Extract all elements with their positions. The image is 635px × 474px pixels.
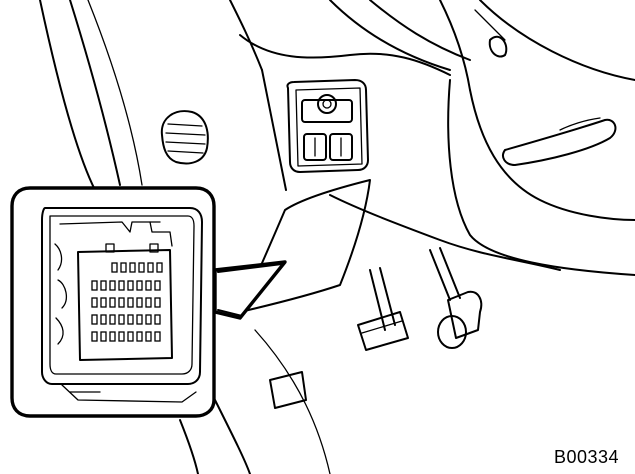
side-air-vent [160,110,209,165]
fuse-box-inset [10,186,216,418]
fuse-slots [91,262,163,342]
switch-cluster [286,79,369,173]
door-pillar-lines [39,0,331,474]
figure-code: B00334 [553,447,619,467]
instrument-panel [229,0,635,276]
pedals [269,247,483,409]
